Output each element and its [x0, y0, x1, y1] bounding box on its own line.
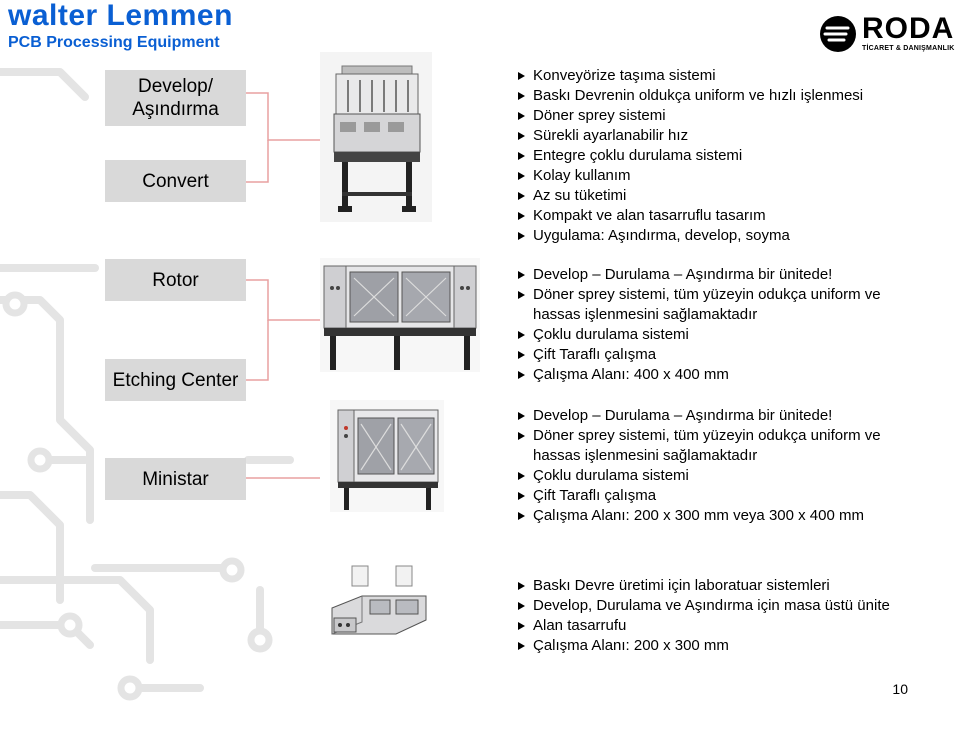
list-item: Çalışma Alanı: 200 x 300 mm veya 300 x 4… — [517, 506, 881, 526]
menu-label: Ministar — [142, 468, 209, 490]
bullet-icon — [518, 582, 525, 590]
bullet-icon — [518, 152, 525, 160]
list-item: Develop – Durulama – Aşındırma bir ünite… — [517, 265, 881, 285]
list-item: Çalışma Alanı: 200 x 300 mm — [517, 636, 890, 656]
menu-label-line2: Aşındırma — [132, 99, 219, 120]
menu-ministar[interactable]: Ministar — [105, 458, 246, 500]
bullet-icon — [518, 622, 525, 630]
list-item: Çift Taraflı çalışma — [517, 345, 881, 365]
bullet-icon — [518, 371, 525, 379]
bullet-icon — [518, 472, 525, 480]
brand: walter Lemmen PCB Processing Equipment — [8, 0, 233, 53]
list-item: Döner sprey sistemi — [517, 106, 863, 126]
bullet-icon — [518, 92, 525, 100]
list-item: Entegre çoklu durulama sistemi — [517, 146, 863, 166]
list-item-continuation: hassas işlenmesini sağlamaktadır — [533, 447, 758, 464]
list-item: Konveyörize taşıma sistemi — [517, 66, 863, 86]
bullet-icon — [518, 172, 525, 180]
rotor-feature-list: Develop – Durulama – Aşındırma bir ünite… — [517, 265, 881, 385]
menu-label: Etching Center — [112, 369, 239, 391]
bullet-icon — [518, 192, 525, 200]
list-item: Kompakt ve alan tasarruflu tasarım — [517, 206, 863, 226]
bullet-icon — [518, 492, 525, 500]
list-item: Çoklu durulama sistemi — [517, 325, 881, 345]
menu-label: Convert — [142, 170, 209, 192]
list-item: Develop, Durulama ve Aşındırma için masa… — [517, 596, 890, 616]
list-item: Baskı Devrenin oldukça uniform ve hızlı … — [517, 86, 863, 106]
bullet-icon — [518, 212, 525, 220]
bullet-icon — [518, 642, 525, 650]
convert-machine-image — [320, 52, 432, 222]
bullet-icon — [518, 112, 525, 120]
list-item: Alan tasarrufu — [517, 616, 890, 636]
list-item: Develop – Durulama – Aşındırma bir ünite… — [517, 406, 881, 426]
bullet-icon — [518, 602, 525, 610]
bullet-icon — [518, 351, 525, 359]
list-item: Çoklu durulama sistemi — [517, 466, 881, 486]
bullet-icon — [518, 271, 525, 279]
menu-label-line1: Develop/ — [138, 76, 213, 97]
ministar-feature-list: Develop – Durulama – Aşındırma bir ünite… — [517, 406, 881, 526]
bullet-icon — [518, 512, 525, 520]
menu-convert[interactable]: Convert — [105, 160, 246, 202]
roda-logo: RODA TİCARET & DANIŞMANLIK — [818, 12, 958, 58]
list-item: Çift Taraflı çalışma — [517, 486, 881, 506]
bullet-icon — [518, 232, 525, 240]
logo-tagline: TİCARET & DANIŞMANLIK — [862, 45, 955, 52]
menu-label: Rotor — [152, 269, 199, 291]
list-item: Döner sprey sistemi, tüm yüzeyin odukça … — [517, 285, 881, 325]
menu-etching-center[interactable]: Etching Center — [105, 359, 246, 401]
bullet-icon — [518, 412, 525, 420]
list-item: Baskı Devre üretimi için laboratuar sist… — [517, 576, 890, 596]
list-item: Sürekli ayarlanabilir hız — [517, 126, 863, 146]
menu-develop-asindirma[interactable]: Develop/ Aşındırma — [105, 70, 246, 126]
bullet-icon — [518, 331, 525, 339]
bullet-icon — [518, 72, 525, 80]
lab-feature-list: Baskı Devre üretimi için laboratuar sist… — [517, 576, 890, 656]
list-item: Döner sprey sistemi, tüm yüzeyin odukça … — [517, 426, 881, 466]
bullet-icon — [518, 132, 525, 140]
list-item: Az su tüketimi — [517, 186, 863, 206]
convert-feature-list: Konveyörize taşıma sistemi Baskı Devreni… — [517, 66, 863, 246]
lab-unit-image — [322, 560, 434, 656]
bullet-icon — [518, 432, 525, 440]
page-number: 10 — [892, 681, 908, 697]
list-item: Kolay kullanım — [517, 166, 863, 186]
list-item-continuation: hassas işlenmesini sağlamaktadır — [533, 306, 758, 323]
roda-emblem-icon — [820, 16, 856, 52]
rotor-machine-image — [320, 258, 480, 372]
ministar-machine-image — [330, 400, 444, 512]
menu-rotor[interactable]: Rotor — [105, 259, 246, 301]
brand-title: walter Lemmen — [8, 0, 233, 32]
bullet-icon — [518, 291, 525, 299]
list-item: Çalışma Alanı: 400 x 400 mm — [517, 365, 881, 385]
brand-subtitle: PCB Processing Equipment — [8, 34, 220, 51]
logo-word: RODA — [862, 12, 955, 45]
list-item: Uygulama: Aşındırma, develop, soyma — [517, 226, 863, 246]
